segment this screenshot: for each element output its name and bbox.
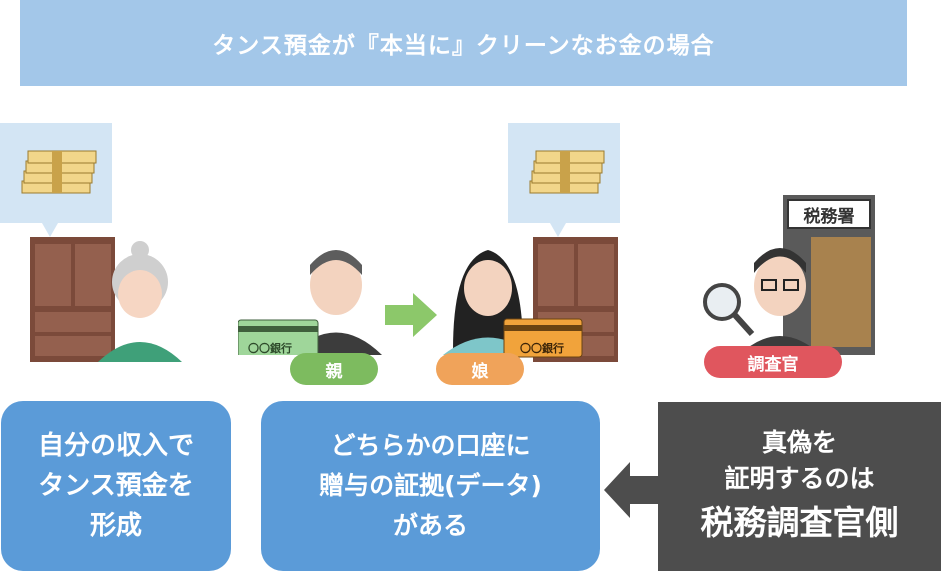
banner-title: タンス預金が『本当に』クリーンなお金の場合: [20, 0, 907, 86]
father-with-bank-card-illustration: [238, 250, 382, 355]
bank-card-left-label: 〇〇銀行: [248, 342, 292, 355]
parent-label: 親: [290, 353, 378, 385]
pointing-left-arrow-icon: [604, 462, 660, 518]
proof-burden-line-3: 税務調査官側: [700, 502, 899, 542]
gift-arrow-icon: [385, 293, 437, 337]
building-windows: [811, 237, 871, 347]
tax-office-sign: 税務署: [787, 199, 871, 229]
inspector-label: 調査官: [704, 346, 842, 378]
proof-burden-box: 真偽を 証明するのは 税務調査官側: [658, 402, 941, 571]
gift-evidence-box: どちらかの口座に 贈与の証拠(データ) がある: [261, 401, 600, 571]
gift-evidence-line-2: 贈与の証拠(データ): [319, 471, 542, 500]
own-income-line-3: 形成: [89, 511, 142, 541]
wardrobe-and-grandmother-illustration: [30, 237, 182, 362]
bank-card-right-icon: [503, 318, 583, 358]
bank-card-right-label: 〇〇銀行: [520, 342, 564, 355]
money-stack-icon: [529, 150, 605, 237]
money-stack-icon: [21, 150, 97, 237]
tax-office-building: 税務署: [783, 195, 875, 355]
daughter-label: 娘: [436, 353, 524, 385]
own-income-line-1: 自分の収入で: [37, 431, 194, 461]
gift-evidence-line-3: がある: [392, 511, 468, 540]
gift-evidence-line-1: どちらかの口座に: [330, 431, 531, 460]
own-income-line-2: タンス預金を: [38, 471, 194, 501]
proof-burden-line-1: 真偽を: [761, 427, 837, 457]
own-income-box: 自分の収入で タンス預金を 形成: [1, 401, 231, 571]
tax-inspector-illustration: [703, 248, 822, 356]
proof-burden-line-2: 証明するのは: [724, 463, 875, 493]
